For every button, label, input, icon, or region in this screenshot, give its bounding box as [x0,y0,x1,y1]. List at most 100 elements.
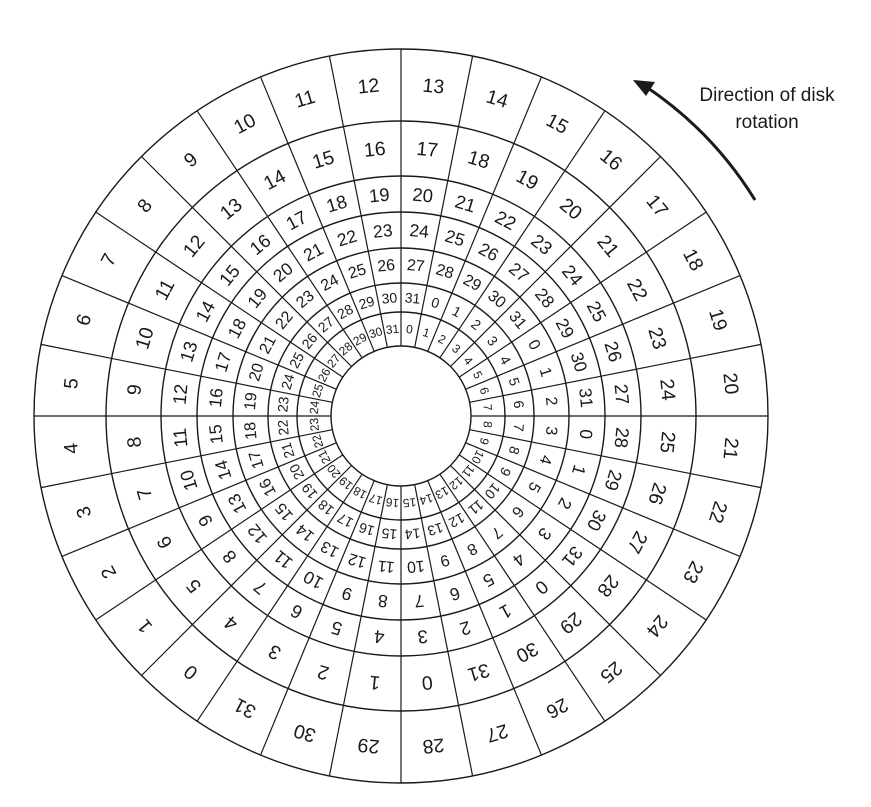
sector-divider [450,342,475,367]
sector-label: 10 [468,448,487,467]
sector-label: 17 [211,350,236,374]
sector-label: 21 [453,191,479,217]
sector-label: 6 [153,532,178,552]
sector-dividers [34,49,768,783]
sector-divider [95,211,157,253]
sector-divider [326,502,344,527]
sector-label: 24 [278,372,298,392]
sector-label: 10 [300,567,327,594]
sector-divider [487,473,512,491]
sector-label: 28 [531,284,559,312]
sector-divider [61,275,129,304]
sector-divider [622,302,674,325]
sector-divider [353,615,362,652]
sector-label: 30 [484,287,509,311]
sector-divider [433,580,442,617]
caption-line-2: rotation [735,112,799,133]
sector-label: 5 [182,574,206,596]
sector-divider [336,260,351,294]
sector-label: 2 [436,332,449,348]
sector-divider [645,579,707,621]
sector-divider [306,489,328,511]
sector-divider [298,395,333,403]
sector-divider [493,246,515,277]
sector-label: 16 [257,475,280,499]
sector-label: 6 [287,600,306,623]
sector-label: 24 [558,261,587,290]
sector-label: 16 [385,495,400,510]
sector-divider [487,341,512,359]
sector-divider [673,528,741,557]
sector-label: 28 [592,570,623,601]
sector-label: 11 [377,556,395,575]
sector-label: 18 [351,483,370,502]
sector-divider [440,511,453,540]
sector-divider [40,343,112,360]
sector-label: 26 [542,693,572,723]
sector-label: 4 [220,611,242,635]
sector-label: 22 [272,308,296,333]
sector-label: 0 [524,337,543,353]
sector-label: 14 [211,458,236,483]
sector-label: 24 [318,272,342,295]
sector-divider [636,462,691,475]
sector-divider [458,502,476,527]
sector-divider [511,322,542,343]
sector-label: 14 [484,86,511,113]
sector-label: 24 [641,611,672,642]
sector-label: 12 [179,231,210,262]
sector-divider [519,534,546,561]
sector-divider [212,479,247,495]
sector-label: 18 [242,421,261,440]
sector-divider [465,375,498,390]
sector-divider [155,251,202,284]
sector-divider [474,526,495,557]
sector-label: 30 [512,637,542,667]
sector-label: 1 [496,600,515,623]
sector-divider [496,364,525,377]
sector-label: 12 [446,510,467,532]
sector-divider [236,382,271,391]
sector-divider [690,343,762,360]
sector-label: 0 [531,576,552,599]
sector-label: 22 [492,206,520,234]
sector-divider [342,126,355,181]
sector-label: 24 [307,400,322,415]
sector-label: 19 [242,391,261,410]
sector-label: 22 [704,499,731,526]
sector-divider [540,508,571,530]
sector-label: 17 [282,206,310,234]
sector-divider [270,389,300,397]
sector-label: 25 [443,226,467,251]
sector-divider [322,570,338,605]
sector-label: 23 [274,396,291,413]
sector-label: 13 [318,537,342,560]
sector-label: 6 [508,503,527,521]
sector-label: 25 [346,261,368,282]
sector-divider [690,472,762,489]
sector-label: 15 [402,495,417,510]
sector-divider [360,319,375,352]
sector-label: 11 [169,427,192,448]
sector-label: 8 [123,436,146,449]
sector-label: 27 [610,383,633,406]
sector-label: 1 [450,303,465,321]
sector-divider [513,585,535,616]
sector-label: 13 [425,519,445,539]
sector-label: 5 [506,376,524,388]
sector-label: 21 [257,333,280,357]
sector-label: 23 [678,557,708,587]
sector-divider [589,323,623,339]
sector-label: 5 [329,617,345,640]
sector-divider [342,329,363,359]
sector-label: 24 [409,220,431,242]
sector-divider [200,375,237,384]
sector-label: 3 [484,333,501,349]
sector-label: 13 [224,490,251,517]
sector-divider [141,156,193,208]
sector-divider [565,375,602,384]
sector-label: 2 [457,617,473,640]
sector-label: 2 [554,495,576,513]
sector-divider [245,466,279,481]
